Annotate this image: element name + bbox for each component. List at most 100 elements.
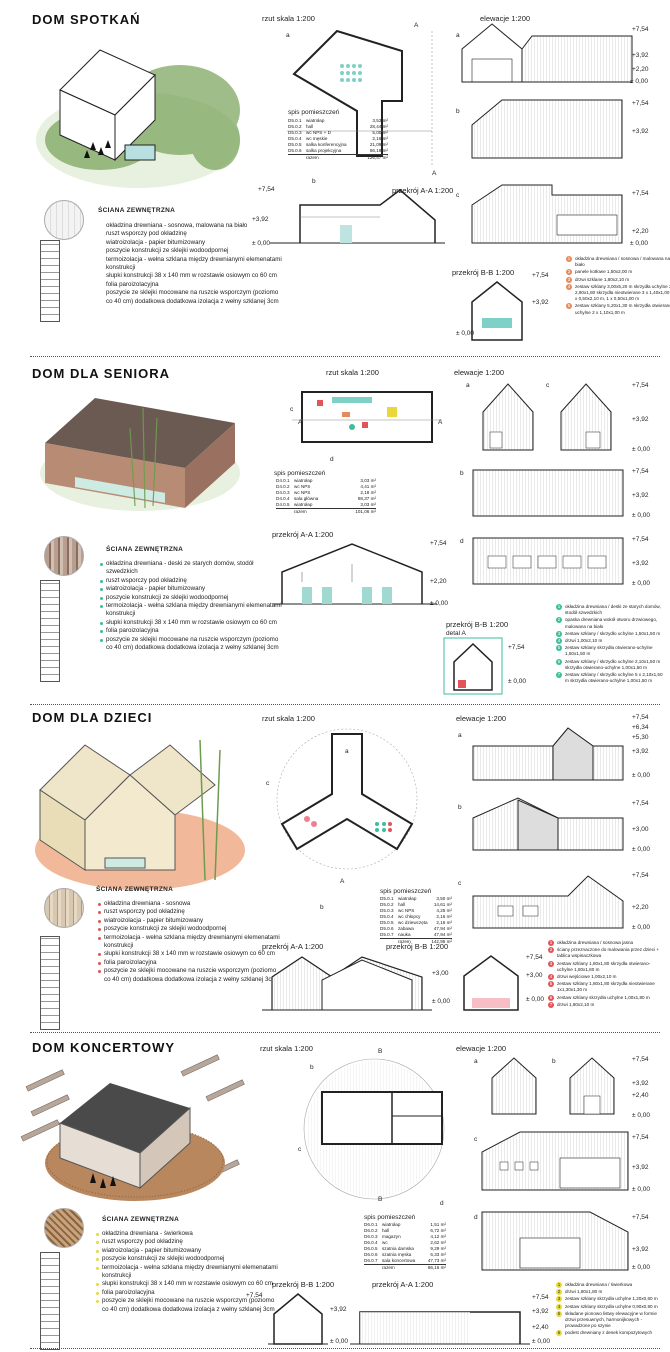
level-label: ± 0,00 xyxy=(532,1338,551,1345)
level-label: +5,30 xyxy=(632,734,649,741)
level-label: +3,00 xyxy=(632,826,649,833)
level-label: +7,54 xyxy=(632,872,649,879)
wall-section-detail xyxy=(40,936,60,1030)
elevation-letter: b xyxy=(552,1058,556,1065)
level-label: ± 0,00 xyxy=(632,846,651,853)
elevation-c xyxy=(560,383,612,451)
elevations-title: elewacje 1:200 xyxy=(454,368,505,377)
wall-section-detail xyxy=(40,1252,60,1350)
level-label: ± 0,00 xyxy=(632,446,651,453)
level-label: ± 0,00 xyxy=(430,600,449,607)
elevation-b xyxy=(472,469,624,517)
level-label: +2,20 xyxy=(632,66,649,73)
section-bb-title: przekrój B-B 1:200 xyxy=(452,268,515,277)
level-label: +2,40 xyxy=(532,1324,549,1331)
level-label: ± 0,00 xyxy=(632,924,651,931)
plan-marker: d xyxy=(440,1200,444,1207)
elevation-b xyxy=(471,99,623,159)
elevation-letter: a xyxy=(466,382,470,389)
section-bb-drawing xyxy=(443,637,503,695)
level-label: +3,92 xyxy=(330,1306,347,1313)
wall-material-swatch xyxy=(44,1208,84,1248)
detail-label: detal A xyxy=(446,630,466,637)
section-title: DOM DLA SENIORA xyxy=(32,366,171,381)
plan-marker: a xyxy=(345,748,349,755)
wall-material-swatch xyxy=(44,200,84,240)
level-label: +3,92 xyxy=(632,748,649,755)
plan-marker: c xyxy=(290,406,294,413)
section-aa-drawing xyxy=(262,956,432,1011)
floor-plan xyxy=(303,1058,445,1200)
elevation-c xyxy=(472,875,624,929)
elevation-letter: a xyxy=(458,732,462,739)
elevation-letter: a xyxy=(474,1058,478,1065)
section-bb-title: przekrój B-B 1:200 xyxy=(272,1280,335,1289)
elevation-letter: c xyxy=(456,192,460,199)
elevation-b xyxy=(472,797,624,851)
plan-title: rzut skala 1:200 xyxy=(262,714,315,723)
level-label: +3,92 xyxy=(252,216,269,223)
plan-marker: A xyxy=(414,22,419,29)
level-label: +7,54 xyxy=(508,644,525,651)
level-label: ± 0,00 xyxy=(630,78,649,85)
level-label: +7,54 xyxy=(632,1056,649,1063)
section-title: DOM SPOTKAŃ xyxy=(32,12,141,27)
section-aa-title: przekrój A-A 1:200 xyxy=(372,1280,434,1289)
elevation-d xyxy=(472,537,624,585)
section-divider xyxy=(30,1032,660,1033)
section-title: DOM DLA DZIECI xyxy=(32,710,153,725)
elevation-letter: b xyxy=(460,470,464,477)
level-label: ± 0,00 xyxy=(632,1112,651,1119)
elevation-letter: d xyxy=(474,1214,478,1221)
level-label: +3,92 xyxy=(532,299,549,306)
plan-marker: c xyxy=(298,1146,302,1153)
elevations-title: elewacje 1:200 xyxy=(480,14,531,23)
level-label: ± 0,00 xyxy=(632,772,651,779)
level-label: +7,54 xyxy=(632,100,649,107)
plan-marker: d xyxy=(330,456,334,463)
section-dom-koncertowy: DOM KONCERTOWY ŚCIANA ZEWNĘTRZNA okładzi… xyxy=(0,1036,670,1352)
elevation-letter: c xyxy=(474,1136,478,1143)
level-label: ± 0,00 xyxy=(508,678,527,685)
floor-plan xyxy=(292,391,442,443)
rooms-title: spis pomieszczeń xyxy=(364,1214,416,1221)
elevations-title: elewacje 1:200 xyxy=(456,1044,507,1053)
plan-marker: b xyxy=(312,178,316,185)
level-label: +7,54 xyxy=(430,540,447,547)
section-aa-drawing xyxy=(350,1311,530,1345)
floor-plan xyxy=(287,29,433,166)
floor-plan xyxy=(276,728,418,870)
rooms-title: spis pomieszczeń xyxy=(274,470,326,477)
level-label: ± 0,00 xyxy=(526,996,545,1003)
level-label: ± 0,00 xyxy=(632,1264,651,1271)
level-label: +3,92 xyxy=(632,560,649,567)
section-aa-drawing xyxy=(270,189,445,244)
level-label: +7,54 xyxy=(632,382,649,389)
level-label: +3,92 xyxy=(632,128,649,135)
wall-material-swatch xyxy=(44,536,84,576)
elevation-a xyxy=(491,1057,537,1115)
level-label: +3,92 xyxy=(632,1246,649,1253)
level-label: ± 0,00 xyxy=(630,240,649,247)
level-label: +3,92 xyxy=(632,492,649,499)
elevation-letter: b xyxy=(458,804,462,811)
elevation-letter: c xyxy=(458,880,462,887)
section-aa-title: przekrój A-A 1:200 xyxy=(272,530,334,539)
rooms-title: spis pomieszczeń xyxy=(380,888,432,895)
level-label: +3,92 xyxy=(632,1164,649,1171)
wall-layers-list: okładzina drewniana - świerkowa ruszt ws… xyxy=(96,1230,281,1314)
level-label: +3,92 xyxy=(632,52,649,59)
level-label: ± 0,00 xyxy=(632,580,651,587)
plan-marker: b xyxy=(310,1064,314,1071)
level-label: +7,54 xyxy=(632,190,649,197)
section-bb-drawing xyxy=(463,955,519,1011)
plan-marker: B xyxy=(378,1196,383,1203)
plan-title: rzut skala 1:200 xyxy=(262,14,315,23)
level-label: +7,54 xyxy=(532,1294,549,1301)
section-dom-dla-dzieci: DOM DLA DZIECI ŚCIANA ZEWNĘTRZNA okładzi… xyxy=(0,708,670,1030)
level-label: +7,54 xyxy=(632,26,649,33)
section-bb-title: przekrój B-B 1:200 xyxy=(386,942,449,951)
plan-title: rzut skala 1:200 xyxy=(260,1044,313,1053)
section-bb-title: przekrój B-B 1:200 xyxy=(446,620,509,629)
